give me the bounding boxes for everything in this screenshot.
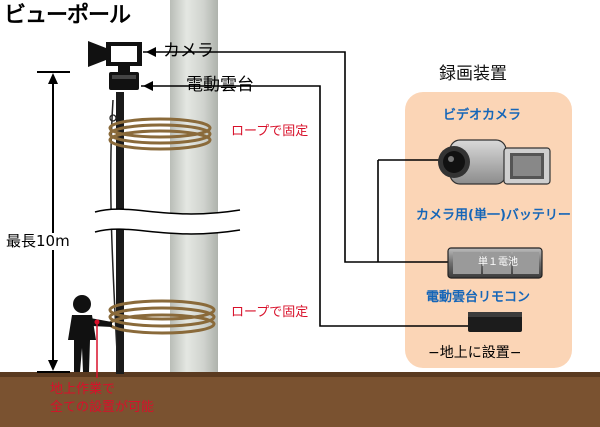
pan-tilt-head-icon — [109, 72, 139, 90]
battery-label: カメラ用(単一)バッテリー — [416, 208, 571, 223]
ground — [0, 372, 600, 427]
max-length-label: 最長10m — [6, 232, 70, 250]
pan-tilt-head-callout: 電動雲台 — [186, 75, 254, 95]
battery-pack-icon — [447, 247, 543, 279]
pole-camera-icon — [88, 41, 142, 72]
recording-panel-title: 録画装置 — [439, 64, 507, 84]
ground-install-note: −地上に設置− — [428, 345, 522, 361]
page-title: ビューポール — [4, 3, 131, 28]
video-camera-label: ビデオカメラ — [443, 108, 522, 123]
rope-coil-top — [108, 117, 212, 151]
bottom-note-line-1: 地上作業で — [50, 382, 116, 397]
height-dimension-arrow — [37, 71, 70, 373]
connection-cables — [141, 51, 468, 327]
rope-fix-label-bottom: ロープで固定 — [231, 305, 309, 320]
pole-break-bands — [94, 208, 241, 235]
battery-inner-label: 単１電池 — [478, 257, 518, 268]
worker-icon — [68, 295, 112, 372]
worker-marker — [94, 319, 100, 378]
remote-control-icon — [468, 312, 522, 332]
remote-control-label: 電動雲台リモコン — [426, 290, 531, 305]
bottom-note-line-2: 全ての設置が可能 — [50, 400, 155, 415]
video-camera-icon — [438, 139, 551, 185]
camera-callout: カメラ — [163, 41, 214, 61]
rope-fix-label-top: ロープで固定 — [231, 124, 309, 139]
camera-arrow-head — [146, 47, 156, 57]
pan-tilt-arrow-head — [143, 81, 153, 91]
